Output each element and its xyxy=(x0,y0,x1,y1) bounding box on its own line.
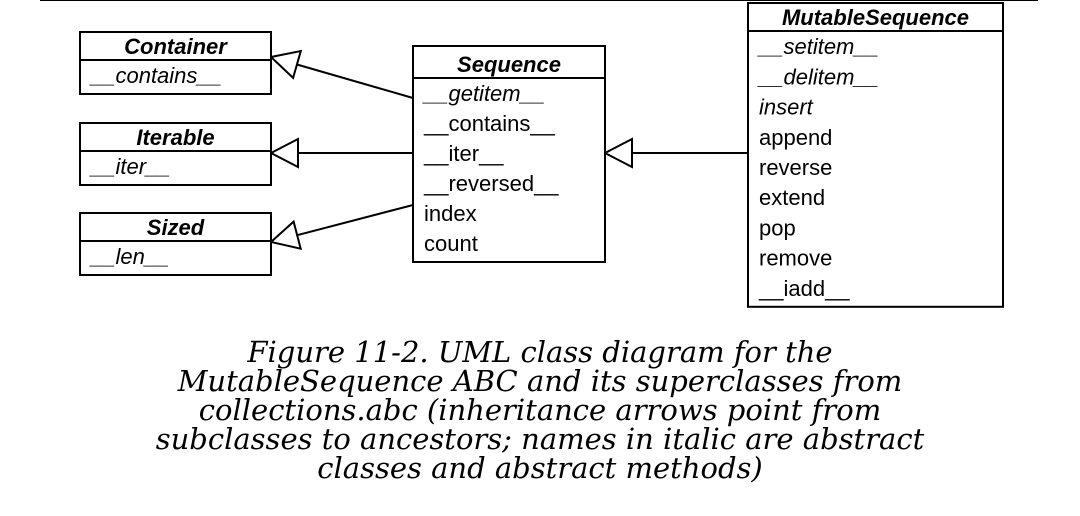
figure-caption: Figure 11-2. UML class diagram for the M… xyxy=(0,338,1080,483)
class-name: Container xyxy=(124,34,228,59)
method-name: insert xyxy=(759,95,814,120)
arrow-line xyxy=(296,63,414,99)
arrow-head xyxy=(268,49,303,80)
method-name: __contains__ xyxy=(89,63,222,88)
method-name: __iter__ xyxy=(89,154,171,179)
class-box-iterable: Iterable __iter__ xyxy=(79,122,272,186)
method-name: __setitem__ xyxy=(757,34,879,59)
method-name: pop xyxy=(759,215,796,240)
class-name: MutableSequence xyxy=(782,5,969,30)
method-name: reverse xyxy=(759,155,832,180)
inheritance-edges xyxy=(268,49,748,251)
class-box-mutablesequence: MutableSequence __setitem__ __delitem__ins… xyxy=(747,2,1004,308)
method-name: __contains__ xyxy=(423,111,556,136)
class-name: Sequence xyxy=(457,52,561,77)
inheritance-arrow xyxy=(268,204,414,251)
class-box-border xyxy=(79,122,272,186)
method-name: count xyxy=(424,231,478,256)
method-name: __iter__ xyxy=(423,141,504,166)
class-box-border xyxy=(79,212,272,276)
method-name: __delitem__ xyxy=(757,64,879,89)
caption-line: subclasses to ancestors; names in italic… xyxy=(155,422,925,456)
method-name: append xyxy=(759,125,832,150)
class-boxes: Container __contains__ Iterable __iter__ Siz… xyxy=(79,2,1004,308)
method-name: __len__ xyxy=(89,244,169,269)
class-name: Iterable xyxy=(136,125,214,150)
method-name: remove xyxy=(759,246,832,271)
caption-line: classes and abstract methods) xyxy=(317,451,763,485)
inheritance-arrow xyxy=(268,137,413,169)
top-rule xyxy=(40,0,1038,1)
uml-class-diagram: Container __contains__ Iterable __iter__ Siz… xyxy=(79,2,1004,308)
method-name: index xyxy=(424,201,477,226)
method-name: __iadd__ xyxy=(758,276,850,301)
class-box-sequence: Sequence __getitem__ __contains__ __iter__ _… xyxy=(412,45,606,263)
arrow-line xyxy=(296,204,414,237)
arrow-head xyxy=(268,219,303,251)
arrow-head xyxy=(268,137,299,169)
method-name: __reversed__ xyxy=(423,171,559,196)
class-box-border xyxy=(79,31,272,95)
class-box-border xyxy=(412,45,606,263)
inheritance-arrow xyxy=(268,49,414,99)
method-name: __getitem__ xyxy=(422,81,545,106)
caption-line: Figure 11-2. UML class diagram for the xyxy=(247,335,833,369)
inheritance-arrow xyxy=(602,137,748,169)
class-name: Sized xyxy=(147,215,205,240)
class-box-sized: Sized __len__ xyxy=(79,212,272,276)
class-box-container: Container __contains__ xyxy=(79,31,272,95)
class-box-border xyxy=(747,2,1004,308)
caption-line: MutableSequence ABC and its superclasses… xyxy=(177,364,903,398)
method-name: extend xyxy=(759,185,825,210)
caption-line: collections.abc (inheritance arrows poin… xyxy=(198,393,882,427)
arrow-head xyxy=(602,137,633,169)
